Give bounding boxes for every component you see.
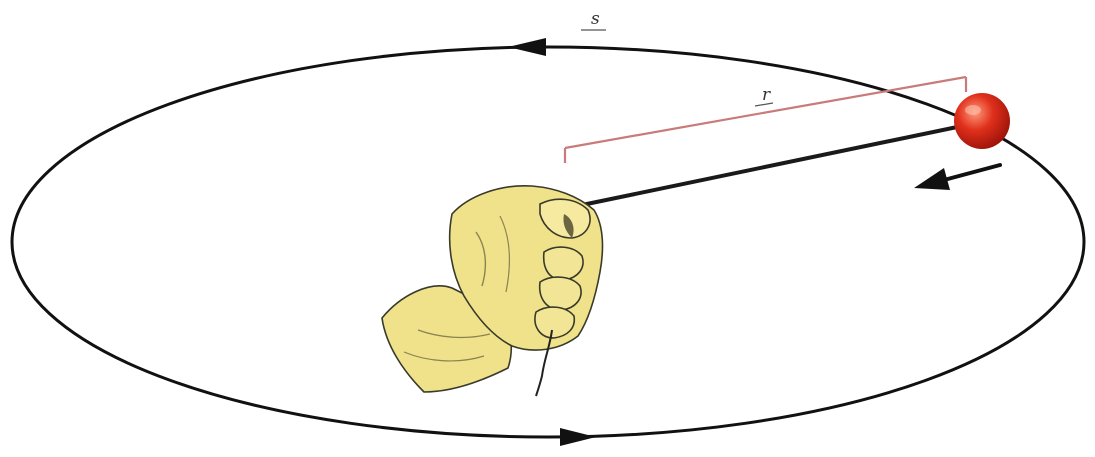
velocity-arrow (914, 165, 1000, 190)
ball-icon (954, 93, 1010, 149)
orbit-direction-arrow-top (508, 38, 546, 56)
radius-label: r (762, 85, 771, 105)
hand-icon (382, 186, 602, 392)
orbit-direction-arrow-bottom (560, 428, 596, 446)
arc-length-label: s (591, 9, 600, 29)
string (582, 126, 962, 205)
